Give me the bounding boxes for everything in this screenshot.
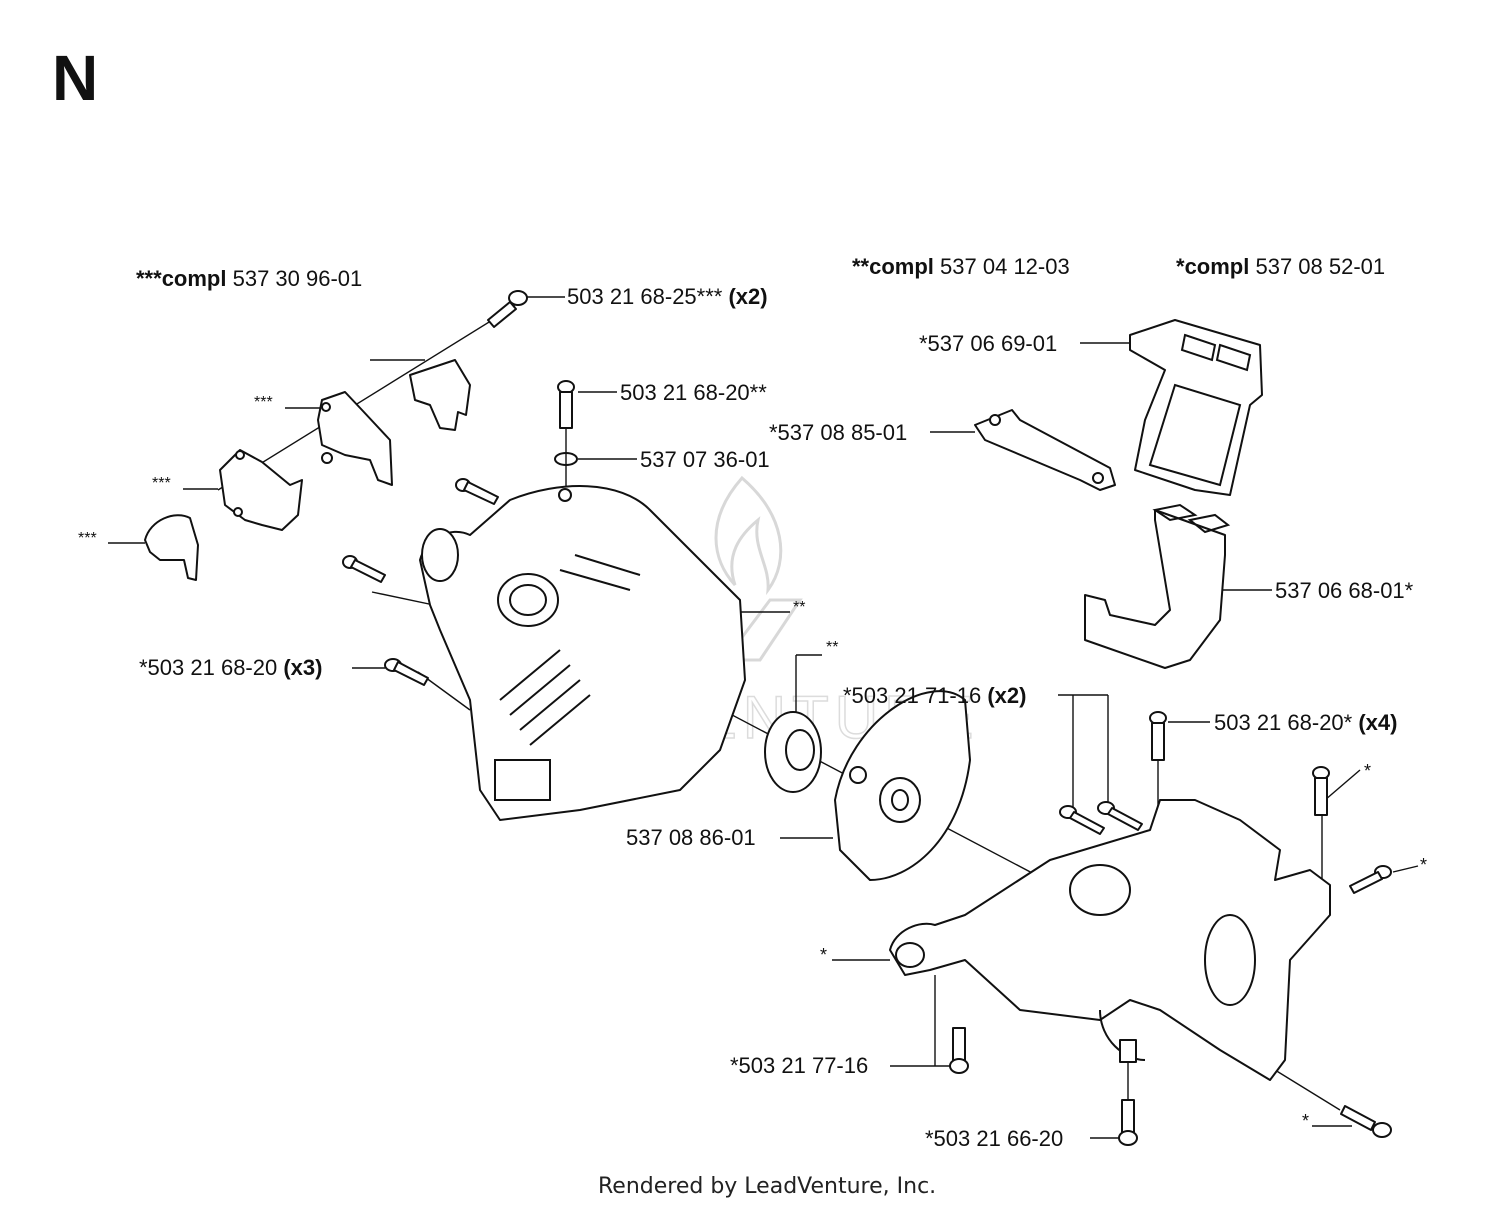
part-label-537-07-36-01: 537 07 36-01 — [640, 447, 770, 472]
kit-label-single-star: *compl 537 08 52-01 — [1176, 254, 1386, 279]
screw-503-21-68-25 — [487, 290, 528, 328]
screw-503-21-68-20-x4 — [1149, 711, 1167, 761]
part-label-537-08-86-01: 537 08 86-01 — [626, 825, 756, 850]
star-marker: ** — [793, 599, 806, 616]
star-marker: ** — [826, 639, 839, 656]
screw-503-21-68-20-x3 — [384, 658, 429, 686]
part-label-503-21-66-20: *503 21 66-20 — [925, 1126, 1064, 1151]
star-marker: *** — [152, 475, 171, 492]
part-label-503-21-68-20-upper: 503 21 68-20** — [620, 380, 767, 405]
seal-ring — [764, 711, 822, 793]
star-marker: *** — [78, 530, 97, 547]
part-label-537-08-85-01: *537 08 85-01 — [769, 420, 908, 445]
screw-503-21-68-20-upper — [557, 380, 575, 429]
star-marker: * — [1420, 855, 1428, 875]
kit-label-triple-star: ***compl 537 30 96-01 — [136, 266, 363, 291]
screw-503-21-71-16-a — [1059, 805, 1105, 835]
crankcase — [889, 799, 1331, 1081]
shell-half-top — [409, 359, 471, 431]
part-label-503-21-68-20-x4: 503 21 68-20* (x4) — [1214, 710, 1398, 735]
shell-half-bottom — [144, 514, 199, 581]
circlip-537-07-36-01 — [554, 452, 578, 466]
part-label-503-21-68-20-x3: *503 21 68-20 (x3) — [139, 655, 323, 680]
part-label-503-21-68-25: 503 21 68-25*** (x2) — [567, 284, 768, 309]
screw-housing-1 — [455, 478, 499, 505]
bearing-holder-top — [317, 391, 393, 486]
screw-housing-2 — [342, 555, 386, 583]
star-marker: * — [1364, 761, 1372, 781]
part-label-503-21-71-16: *503 21 71-16 (x2) — [843, 683, 1027, 708]
part-label-537-06-68-01: 537 06 68-01* — [1275, 578, 1414, 603]
star-marker: * — [820, 945, 828, 965]
bearing-holder-mid — [219, 449, 303, 531]
screw-503-21-77-16 — [949, 1027, 969, 1074]
footer-credit: Rendered by LeadVenture, Inc. — [598, 1174, 937, 1199]
star-marker: * — [1302, 1111, 1310, 1131]
star-marker: *** — [254, 394, 273, 411]
gasket-537-06-69-01 — [1129, 319, 1263, 496]
starter-housing — [419, 485, 746, 821]
screw-503-21-66-20 — [1118, 1099, 1138, 1146]
screw-503-21-71-16-b — [1097, 801, 1143, 831]
section-letter: N — [52, 42, 99, 114]
screw-right-vertical — [1312, 766, 1330, 816]
screw-bottom-right — [1340, 1105, 1392, 1138]
intake-537-06-68-01 — [1084, 503, 1231, 669]
screw-right-side — [1349, 865, 1392, 894]
plate-537-08-85-01 — [974, 409, 1116, 491]
part-label-503-21-77-16: *503 21 77-16 — [730, 1053, 869, 1078]
part-label-537-06-69-01: *537 06 69-01 — [919, 331, 1058, 356]
kit-label-double-star: **compl 537 04 12-03 — [852, 254, 1070, 279]
cover-537-08-86-01 — [834, 690, 971, 881]
